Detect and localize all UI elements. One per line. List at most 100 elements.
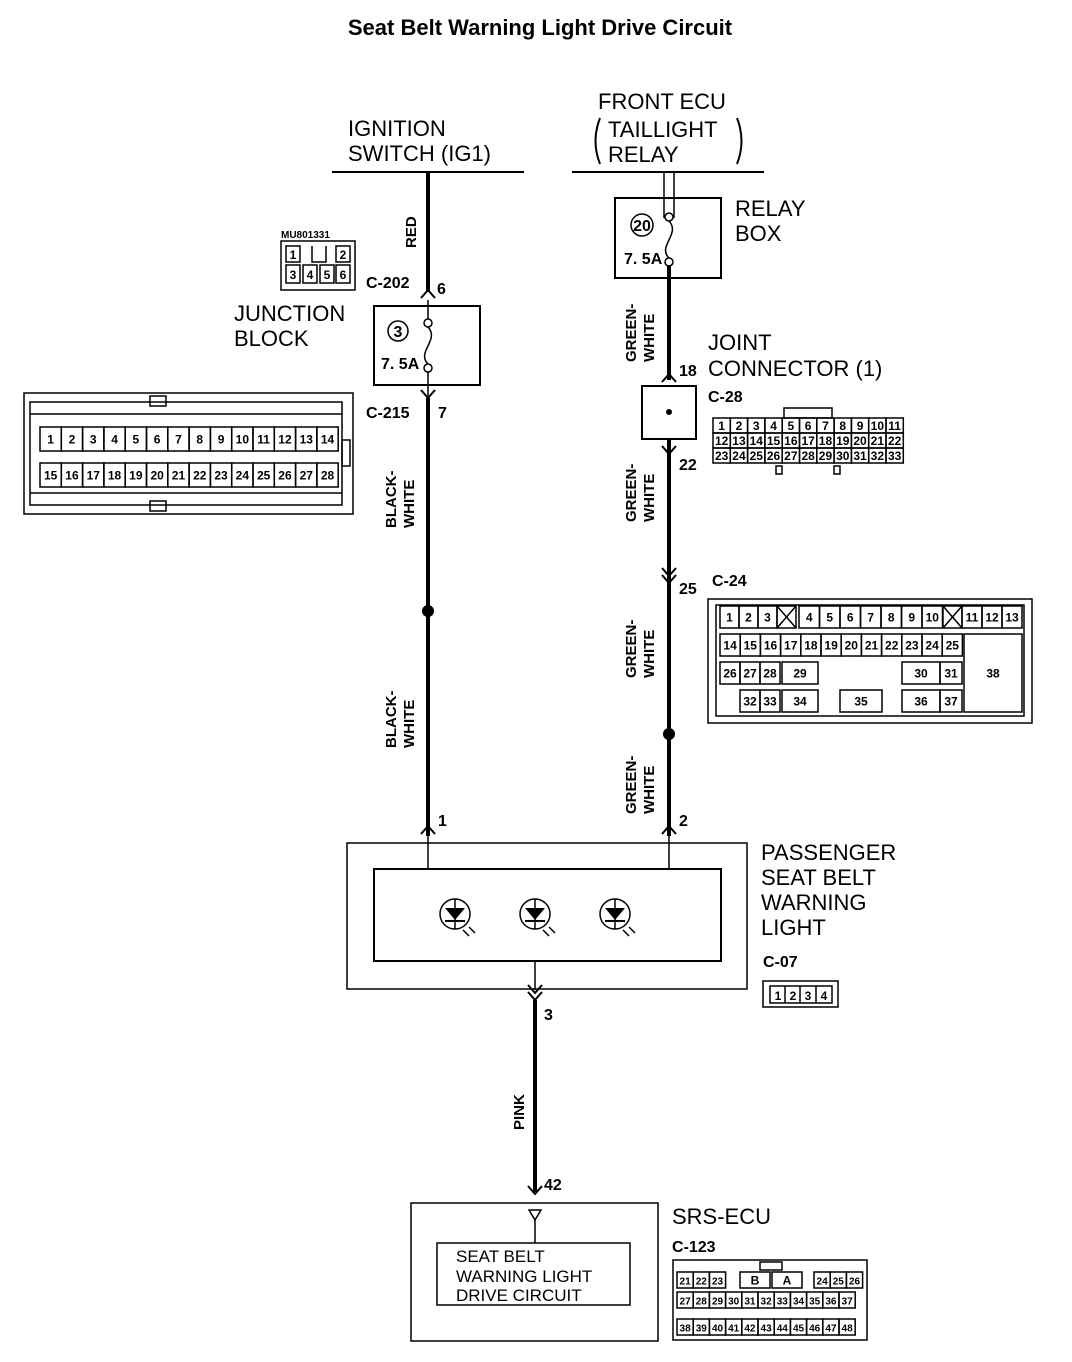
c24-pin-20: 20 — [845, 639, 859, 653]
led-1-icon — [439, 898, 476, 937]
front-ecu-label-1: FRONT ECU — [598, 89, 726, 114]
c24-pin-29: 29 — [793, 667, 807, 681]
c28-pin-19: 19 — [836, 434, 850, 448]
c215-pin-12: 12 — [278, 433, 292, 447]
c24-pin-6: 6 — [847, 611, 854, 625]
c24-pin-8: 8 — [888, 611, 895, 625]
c24-pin-37-cell — [939, 689, 963, 713]
c24-blank-1-cell — [776, 605, 797, 629]
ignition-switch: IGNITION SWITCH (IG1) — [332, 116, 524, 173]
c28-pin-14: 14 — [750, 434, 764, 448]
fuse-20-circle — [630, 213, 654, 237]
c24-blank-1 — [776, 605, 797, 629]
c28-pin-15: 15 — [767, 434, 781, 448]
c202-label: C-202 — [366, 275, 410, 292]
c123-pin-B-cell — [739, 1271, 771, 1289]
c24-arrow-b — [661, 574, 677, 585]
c24-pin-26: 26 — [723, 667, 737, 681]
c28-pin-13: 13 — [732, 434, 746, 448]
splice-right — [663, 728, 675, 740]
left-wire-path: RED C-202 6 3 7. 5A JUNCTION BLOCK C-215… — [234, 172, 481, 870]
warning-light-label-4: LIGHT — [761, 915, 826, 940]
c24-label: C-24 — [712, 573, 747, 590]
c123-pin-A: A — [783, 1274, 792, 1288]
c28-pin-16: 16 — [784, 434, 798, 448]
c215-pin-9: 9 — [218, 433, 225, 447]
c215-pin-18: 18 — [108, 469, 122, 483]
fuse-3-number: 3 — [394, 324, 403, 341]
front-ecu-label-2: TAILLIGHT — [608, 117, 718, 142]
c28-pin-4: 4 — [770, 419, 777, 433]
mu801331-label: MU801331 — [281, 230, 330, 241]
mu-pin-1: 1 — [290, 248, 297, 262]
c24-pin-38-cell — [963, 633, 1023, 713]
srs-inner-label-2: WARNING LIGHT — [456, 1267, 592, 1286]
c28-pin-29: 29 — [819, 449, 833, 463]
wire-label-bw-1b: WHITE — [401, 480, 418, 528]
srs-ecu-inner-box — [436, 1242, 631, 1306]
c123-pin-23: 23 — [712, 1277, 724, 1288]
c07-connector-face: 1 2 3 4 — [762, 980, 839, 1008]
wire-label-gw-2b: WHITE — [641, 474, 658, 522]
wire-label-bw-1a: BLACK- — [383, 471, 400, 529]
c07-pin-4: 4 — [821, 989, 828, 1003]
warning-light-outer-box — [346, 842, 748, 990]
c123-pin-29: 29 — [712, 1297, 724, 1308]
c123-pin-48-cell — [838, 1318, 856, 1336]
c215-pin-19: 19 — [129, 469, 143, 483]
c24-pin-23: 23 — [905, 639, 919, 653]
fuse-3-rating: 7. 5A — [381, 356, 420, 373]
c123-pin-44: 44 — [777, 1324, 789, 1335]
fuse-20-terminal-top — [664, 212, 674, 222]
wire-label-pink: PINK — [511, 1094, 528, 1130]
c24-pin-28-cell — [759, 661, 781, 685]
fuse-3-terminal-bottom — [423, 363, 433, 373]
fuse-20-element — [664, 220, 674, 259]
warning-light-label-3: WARNING — [761, 890, 867, 915]
c24-pin-16: 16 — [764, 639, 778, 653]
fuse-20-terminal-bottom — [664, 257, 674, 267]
c123-pin-28: 28 — [696, 1297, 708, 1308]
c123-pin-47: 47 — [825, 1324, 837, 1335]
c123-pin-37-cell — [838, 1291, 856, 1309]
front-ecu: FRONT ECU TAILLIGHT RELAY — [572, 89, 764, 173]
c24-pin-7: 7 — [867, 611, 874, 625]
srs-ecu-box — [410, 1202, 659, 1342]
c123-pin-43: 43 — [761, 1324, 773, 1335]
wire-label-bw-2a: BLACK- — [383, 691, 400, 749]
c215-pin-3: 3 — [90, 433, 97, 447]
pin-3: 3 — [544, 1007, 553, 1024]
c24-pin-14: 14 — [723, 639, 737, 653]
wire-label-gw-4b: WHITE — [641, 766, 658, 814]
led-3-icon — [599, 898, 636, 937]
c24-pin-36: 36 — [914, 695, 928, 709]
c28-pin-33-cell — [885, 447, 905, 464]
junction-block-label-1: JUNCTION — [234, 301, 345, 326]
c123-pin-33: 33 — [777, 1297, 789, 1308]
c215-pin-24: 24 — [236, 469, 250, 483]
pin-25: 25 — [679, 581, 697, 598]
c215-label: C-215 — [366, 405, 410, 422]
c123-pin-37: 37 — [842, 1297, 854, 1308]
c24-pin-25-cell — [941, 633, 964, 657]
c123-pin-27: 27 — [680, 1297, 692, 1308]
srs-inner-label-3: DRIVE CIRCUIT — [456, 1286, 582, 1305]
c28-pin-18: 18 — [819, 434, 833, 448]
c28-pin-12: 12 — [715, 434, 729, 448]
c123-pin-48: 48 — [842, 1324, 854, 1335]
c07-pin-2: 2 — [790, 989, 797, 1003]
mu-pin-3: 3 — [290, 268, 297, 282]
c24-pin-17: 17 — [784, 639, 798, 653]
c215-pin-2: 2 — [69, 433, 76, 447]
c28-pin-1: 1 — [718, 419, 725, 433]
diagram-title: Seat Belt Warning Light Drive Circuit — [348, 15, 733, 40]
wire-label-gw-3a: GREEN- — [623, 620, 640, 678]
c123-pin-41: 41 — [728, 1324, 740, 1335]
c24-blank-2 — [942, 605, 963, 629]
c28-pin-33: 33 — [888, 449, 902, 463]
c28-pin-30: 30 — [836, 449, 850, 463]
c215-pin-27: 27 — [300, 469, 314, 483]
